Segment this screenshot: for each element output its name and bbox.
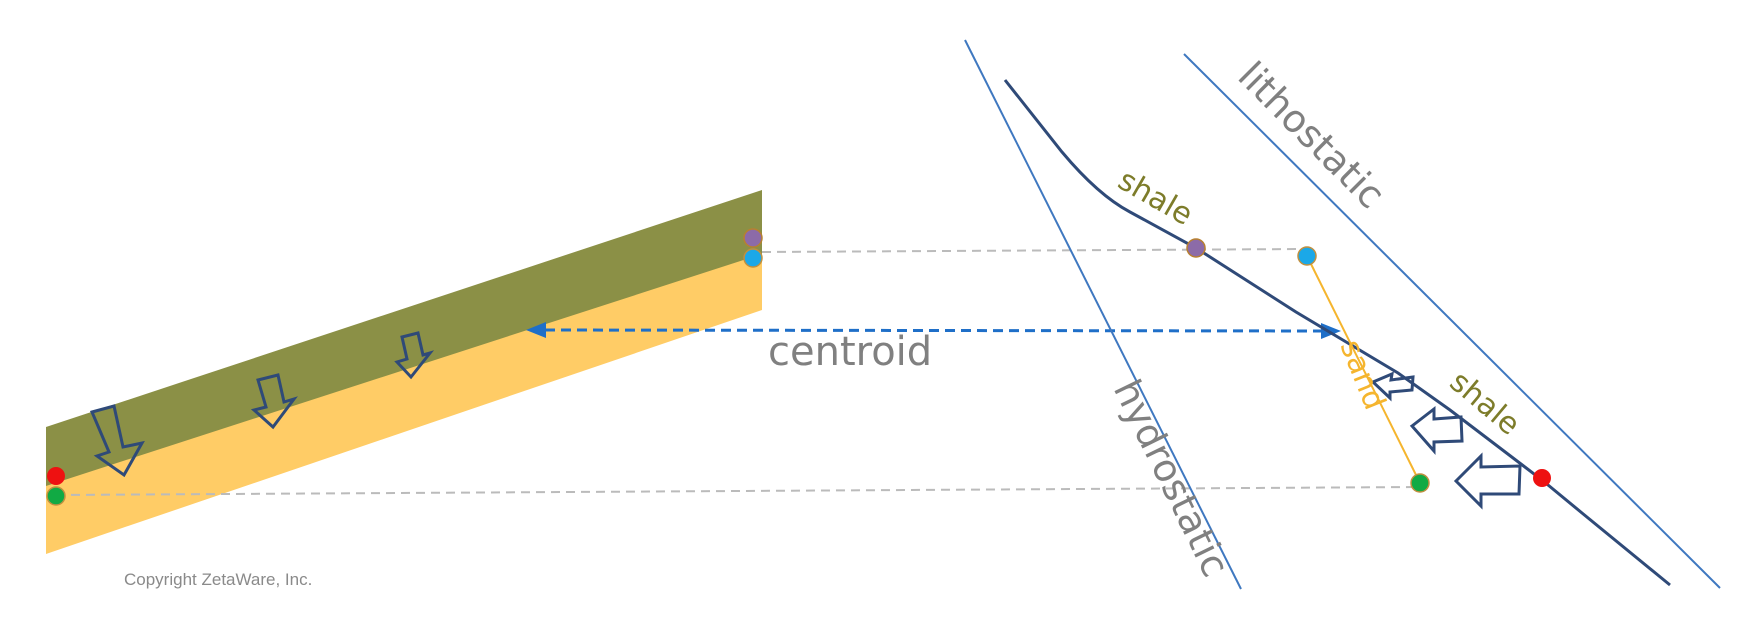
centroid-label: centroid bbox=[768, 329, 932, 375]
centroid-arrowhead-left-icon bbox=[526, 322, 546, 338]
sand-label: sand bbox=[1333, 335, 1392, 415]
hydrostatic-label: hydrostatic bbox=[1105, 373, 1238, 584]
hollow-arrow-icon bbox=[1409, 405, 1464, 455]
centroid-arrowhead-right-icon bbox=[1321, 323, 1341, 339]
purple-marker-left bbox=[743, 228, 763, 248]
hollow-arrow-icon bbox=[250, 373, 298, 430]
pressure-curve bbox=[1003, 79, 1671, 587]
shale-upper-label: shale bbox=[1112, 163, 1199, 233]
centroid-arrow-line bbox=[544, 328, 1323, 333]
hollow-arrow-icon bbox=[1370, 371, 1415, 402]
sand-line bbox=[1306, 255, 1421, 484]
lithostatic-line bbox=[1183, 53, 1721, 589]
green-marker-left bbox=[46, 486, 66, 506]
bottom-guide-line bbox=[55, 486, 1421, 496]
red-marker-left bbox=[47, 467, 65, 485]
green-marker-right bbox=[1410, 473, 1430, 493]
cyan-marker-right bbox=[1297, 246, 1317, 266]
top-guide-line bbox=[761, 248, 1308, 253]
hollow-arrow-icon bbox=[89, 404, 145, 478]
hollow-arrow-icon bbox=[394, 331, 435, 380]
lithostatic-label: lithostatic bbox=[1230, 53, 1394, 217]
hollow-arrow-icon bbox=[1453, 452, 1522, 510]
cyan-marker-left bbox=[743, 248, 763, 268]
red-marker-right bbox=[1533, 469, 1551, 487]
copyright-text: Copyright ZetaWare, Inc. bbox=[124, 570, 312, 589]
purple-marker-right bbox=[1186, 238, 1206, 258]
hydrostatic-line bbox=[964, 39, 1242, 590]
shale-lower-label: shale bbox=[1443, 364, 1527, 442]
